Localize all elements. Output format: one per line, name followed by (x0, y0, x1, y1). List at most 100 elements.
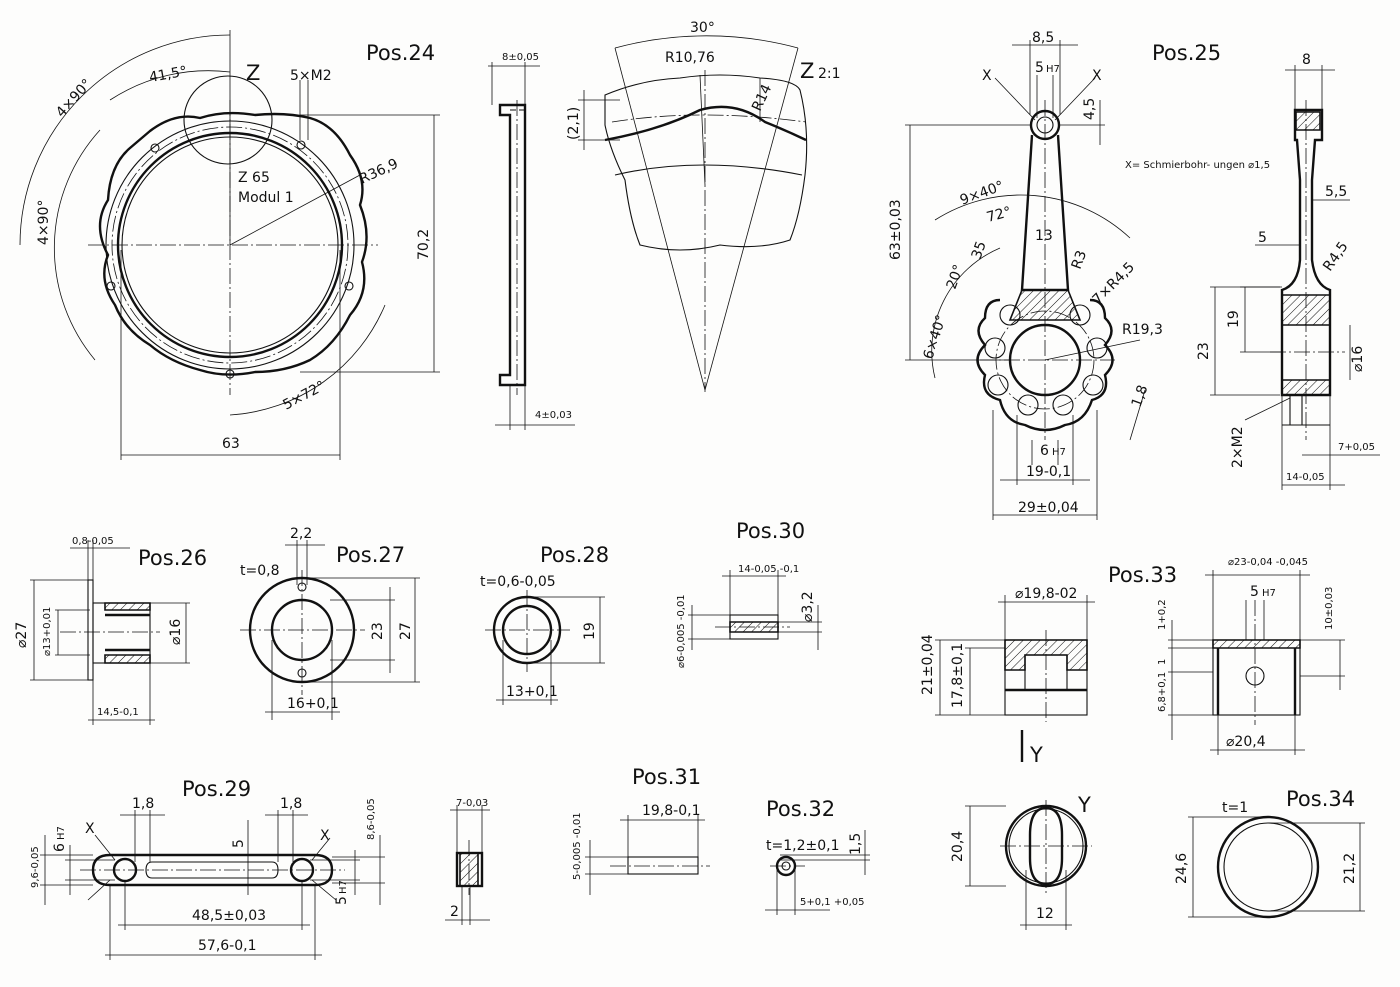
pos32-label: Pos.32 (766, 797, 835, 821)
pos32-thickness: t=1,2±0,1 (766, 838, 839, 854)
pos26-flange: 0,8-0,05 (72, 536, 114, 547)
pos32-view (765, 830, 870, 915)
pos25-side-view (1210, 65, 1380, 490)
pos25-side-d5: 5 (1258, 230, 1267, 246)
pos25-w13: 13 (1035, 228, 1053, 244)
pos33-bore-tol: H7 (1262, 588, 1276, 599)
pos25-r193: R19,3 (1122, 322, 1163, 338)
pos27-h23: 23 (370, 622, 386, 640)
pos26-length: 14,5-0,1 (97, 707, 139, 718)
pos31-diameter: 5-0,005 -0,01 (572, 812, 583, 880)
pos25-r35: 35 (969, 239, 990, 261)
pos26-bore: ⌀13+0,01 (42, 607, 53, 656)
pos29-h5: 5 (231, 839, 247, 848)
pos30-length: 14-0,05 -0,1 (738, 564, 799, 575)
pos27-bore: 16+0,1 (287, 696, 339, 712)
pos24-side-flange: 4±0,03 (535, 410, 572, 421)
pos34-h212: 21,2 (1342, 853, 1358, 884)
pos27-label: Pos.27 (336, 543, 405, 567)
pos25-bore: 5 (1035, 60, 1044, 76)
pos24-detail-mark: Z (246, 61, 260, 85)
pos30-view (688, 570, 822, 650)
pos25-side-h19: 19 (1226, 310, 1242, 328)
view-y-h204: 20,4 (950, 831, 966, 862)
pos25-side-r45: R4,5 (1320, 239, 1351, 274)
pos28-label: Pos.28 (540, 543, 609, 567)
pos34-label: Pos.34 (1286, 787, 1355, 811)
pos25-a20: 20° (944, 263, 968, 292)
pos24-thread: 5×M2 (290, 68, 332, 84)
pos31-view (585, 815, 710, 895)
pos33-h21: 21±0,04 (920, 634, 936, 695)
pos30-id: ⌀3,2 (800, 591, 816, 622)
pos27-h27: 27 (398, 622, 414, 640)
pos24-angle-4x90-top: 4×90° (53, 76, 95, 120)
pos24-height: 70,2 (416, 229, 432, 260)
pos26-outer: ⌀27 (14, 622, 30, 648)
pos29-x-left: X (85, 821, 95, 837)
view-y-label: Y (1077, 793, 1091, 817)
pos26-shaft: ⌀16 (168, 619, 184, 645)
pos34-thickness: t=1 (1222, 800, 1248, 816)
pos29-side-w7: 7-0,03 (456, 798, 488, 809)
pos33-h1b: 1 (1157, 659, 1168, 665)
pos29-s18a: 1,8 (132, 796, 154, 812)
pos28-thickness: t=0,6-0,05 (480, 574, 556, 590)
pos25-top-width: 8,5 (1032, 30, 1054, 46)
pos25-side-h23: 23 (1196, 342, 1212, 360)
pos25-side-thread: 2×M2 (1230, 426, 1246, 468)
pos25-hub-width: 19-0,1 (1026, 464, 1071, 480)
pos28-h19: 19 (582, 622, 598, 640)
view-y-w12: 12 (1036, 906, 1054, 922)
pos27-thickness: t=0,8 (240, 563, 279, 579)
pos24-angle-5x72: 5×72° (280, 378, 328, 413)
pos28-view (485, 590, 605, 705)
pos25-a6x40: 6×40° (921, 313, 950, 361)
pos29-h6-tol: H7 (56, 826, 67, 840)
pos33-h178: 17,8±0,1 (950, 643, 966, 708)
pos29-view (40, 810, 385, 960)
pos33-d198: ⌀19,8-02 (1015, 586, 1077, 602)
pos25-top-offset: 4,5 (1082, 98, 1098, 120)
pos25-side-w8: 8 (1302, 52, 1311, 68)
detail-z-scale: 2:1 (818, 66, 841, 82)
pos34-h246: 24,6 (1174, 853, 1190, 884)
pos25-r18: 1,8 (1129, 383, 1152, 409)
pos33-label: Pos.33 (1108, 563, 1177, 587)
pos31-label: Pos.31 (632, 765, 701, 789)
pos33-h1: 1+0,2 (1157, 599, 1168, 630)
pos33-d204: ⌀20,4 (1226, 734, 1266, 750)
detail-z-view (578, 35, 808, 392)
pos29-side-h2: 2 (450, 904, 459, 920)
pos29-h96: 9,6-0,05 (30, 846, 41, 888)
pos29-h5b: 5 (334, 896, 350, 905)
pos25-bore-tol: H7 (1046, 64, 1060, 75)
pos25-hub-tol: H7 (1052, 447, 1066, 458)
pos25-r3: R3 (1069, 248, 1090, 271)
pos25-side-d55: 5,5 (1325, 184, 1347, 200)
pos32-d5: 5+0,1 +0,05 (800, 897, 864, 908)
pos25-a9x40: 9×40° (958, 178, 1006, 209)
pos25-hub-bore: 6 (1040, 443, 1049, 459)
detail-z-r1: R10,76 (665, 50, 715, 66)
pos24-side-thickness: 8±0,05 (502, 52, 539, 63)
pos30-od: ⌀6-0,005 -0,01 (676, 594, 687, 668)
pos31-length: 19,8-0,1 (642, 803, 701, 819)
pos25-a72: 72° (985, 204, 1013, 226)
pos24-angle-4x90-left: 4×90° (36, 200, 52, 245)
pos29-h5b-tol: H7 (338, 880, 349, 894)
pos33-bore: 5 (1250, 584, 1259, 600)
pos25-r7x45: 7×R4,5 (1090, 259, 1139, 308)
pos27-view (240, 540, 420, 720)
pos24-label: Pos.24 (366, 41, 435, 65)
pos24-side-view (488, 62, 575, 430)
pos24-gear-teeth: Z 65 (238, 170, 270, 186)
pos25-side-d7: 7+0,05 (1338, 442, 1375, 453)
pos33-section-view (935, 595, 1095, 762)
pos29-label: Pos.29 (182, 777, 251, 801)
pos33-right-view (1168, 570, 1345, 755)
pos29-h6: 6 (52, 843, 68, 852)
pos29-s18b: 1,8 (280, 796, 302, 812)
